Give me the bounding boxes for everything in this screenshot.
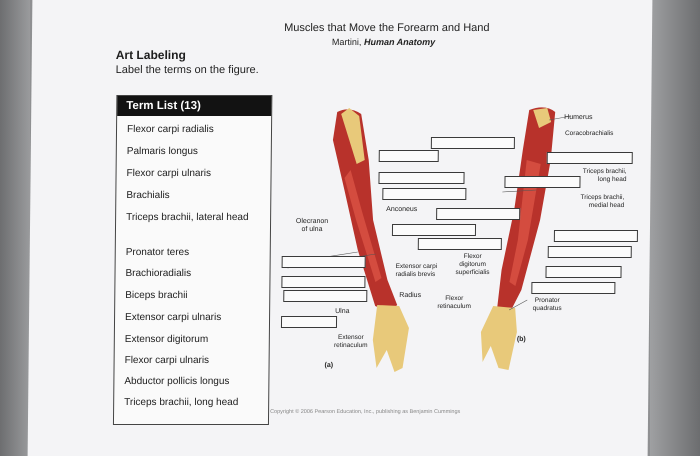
drop-target[interactable] (392, 224, 476, 236)
arm-figure: Humerus Coracobrachialis Triceps brachii… (276, 100, 649, 420)
term-item[interactable]: Brachioradialis (125, 268, 265, 280)
label-radius: Radius (399, 292, 421, 300)
label-pronator-quad: Pronator quadratus (525, 297, 569, 313)
label-panel-b: (b) (517, 336, 526, 344)
drop-target[interactable] (504, 176, 580, 188)
activity-instructions: Label the terms on the figure. (116, 64, 259, 76)
drop-target[interactable] (378, 172, 464, 184)
subtitle-book: Human Anatomy (364, 37, 435, 47)
term-item[interactable]: Abductor pollicis longus (124, 376, 264, 388)
label-olecranon: Olecranon of ulna (292, 218, 332, 234)
page-title: Muscles that Move the Forearm and Hand (284, 22, 490, 34)
hand-right (481, 306, 518, 370)
hand-left (372, 305, 409, 372)
drop-target[interactable] (531, 282, 615, 294)
drop-target[interactable] (554, 230, 638, 242)
label-anconeus: Anconeus (386, 206, 417, 214)
label-flexor-ret: Flexor retinaculum (437, 295, 471, 311)
drop-target[interactable] (418, 238, 502, 250)
term-list-panel: Term List (13) Flexor carpi radialis Pal… (113, 95, 272, 425)
term-item[interactable]: Brachialis (126, 190, 266, 202)
drop-target[interactable] (547, 152, 633, 164)
subtitle-author: Martini, (332, 37, 362, 47)
term-item[interactable]: Biceps brachii (125, 290, 265, 302)
label-humerus: Humerus (564, 114, 592, 122)
term-item[interactable]: Triceps brachii, lateral head (126, 212, 266, 224)
term-item[interactable]: Flexor carpi ulnaris (125, 355, 265, 367)
page-subtitle: Martini, Human Anatomy (332, 37, 435, 47)
label-flexor-dig-sup: Flexor digitorum superficialis (449, 253, 495, 277)
term-item[interactable]: Extensor carpi ulnaris (125, 312, 265, 324)
drop-target[interactable] (382, 188, 466, 200)
drop-target[interactable] (281, 276, 365, 288)
term-item[interactable]: Extensor digitorum (125, 334, 265, 346)
label-extensor-ret: Extensor retinaculum (327, 334, 375, 350)
label-panel-a: (a) (325, 362, 334, 370)
term-item[interactable]: Triceps brachii, long head (124, 397, 264, 409)
term-item[interactable]: Flexor carpi radialis (127, 124, 267, 136)
activity-title: Art Labeling (116, 48, 186, 62)
term-item[interactable]: Flexor carpi ulnaris (127, 168, 267, 180)
drop-target[interactable] (436, 208, 520, 220)
drop-target[interactable] (545, 266, 621, 278)
monitor-bezel-left (0, 0, 30, 456)
label-coracobrachialis: Coracobrachialis (565, 130, 614, 138)
screen: Muscles that Move the Forearm and Hand M… (28, 0, 653, 456)
drop-target[interactable] (283, 290, 367, 302)
label-triceps-long: Triceps brachii, long head (578, 168, 626, 184)
term-item[interactable]: Palmaris longus (127, 146, 267, 158)
term-list-header: Term List (13) (117, 96, 271, 116)
monitor-bezel-right (650, 0, 700, 456)
label-ulna: Ulna (335, 308, 349, 316)
copyright-notice: Copyright © 2006 Pearson Education, Inc.… (270, 409, 460, 415)
drop-target[interactable] (281, 316, 337, 328)
label-triceps-medial: Triceps brachii, medial head (578, 194, 624, 210)
drop-target[interactable] (282, 256, 366, 268)
label-ext-carpi-rad-brevis: Extensor carpi radialis brevis (395, 263, 447, 279)
drop-target[interactable] (548, 246, 632, 258)
drop-target[interactable] (379, 150, 439, 162)
term-item[interactable]: Pronator teres (126, 247, 266, 259)
drop-target[interactable] (431, 137, 515, 149)
